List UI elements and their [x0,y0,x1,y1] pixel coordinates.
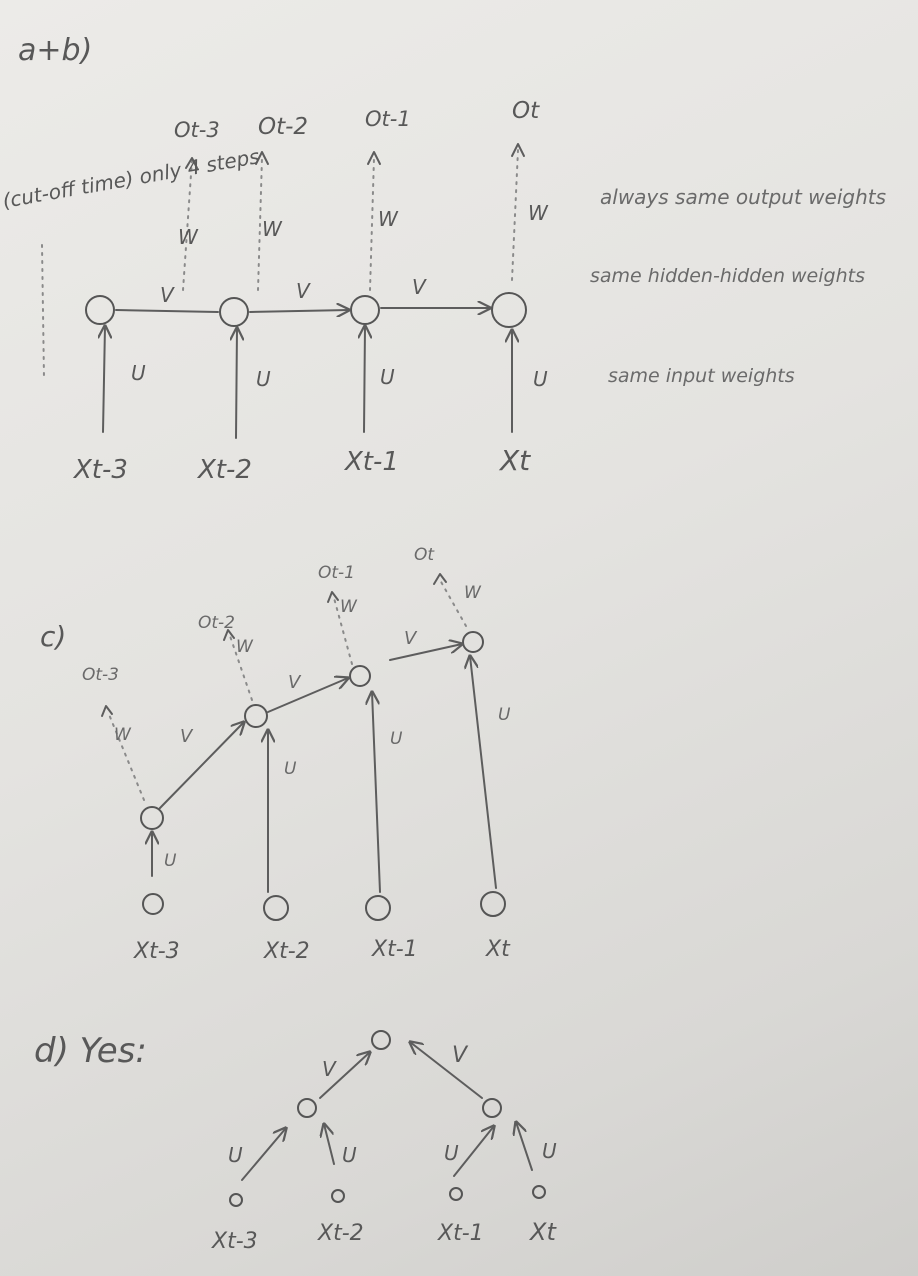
d-u-label-2: U [342,1143,357,1167]
input-label-t: Xt [498,444,531,477]
input-label-t1: Xt-1 [343,447,399,477]
input-nodes-c [142,891,506,921]
input-arrows-c [152,656,497,893]
c-v-label-1: V [180,726,194,747]
d-input-label-t3: Xt-3 [211,1229,258,1254]
input-label-t2: Xt-2 [196,455,252,485]
output-arrows-c [101,573,467,801]
c-output-label-t2: Ot-2 [198,613,235,633]
v-label-2: V [296,279,311,303]
hidden-nodes-c [140,631,484,830]
u-label-4: U [533,367,548,391]
c-w-label-4: W [464,583,482,603]
c-v-label-2: V [288,672,302,693]
note-hidden-weights: same hidden-hidden weights [590,265,865,287]
c-v-label-3: V [404,628,418,649]
cutoff-note: (cut-off time) only 4 steps [1,144,262,213]
c-input-label-t: Xt [485,937,511,962]
c-u-label-4: U [498,705,511,725]
v-label-3: V [412,275,427,299]
note-output-weights: always same output weights [600,185,886,209]
c-output-label-t3: Ot-3 [82,665,119,685]
output-arrows-ab [182,143,525,291]
c-u-label-1: U [164,851,177,871]
d-u-label-1: U [228,1143,243,1167]
u-label-1: U [131,361,146,385]
w-label-4: W [528,201,549,225]
c-u-label-2: U [284,759,297,779]
c-w-label-2: W [236,637,254,657]
c-input-label-t3: Xt-3 [133,939,180,964]
c-w-label-3: W [340,597,358,617]
d-u-label-3: U [444,1141,459,1165]
tree-nodes-d [229,1030,546,1207]
c-output-label-t1: Ot-1 [318,563,355,583]
c-input-label-t1: Xt-1 [371,937,418,962]
d-u-label-4: U [542,1139,557,1163]
output-label-t1: Ot-1 [365,107,411,131]
output-label-t: Ot [512,98,540,124]
output-label-t2: Ot-2 [258,114,308,140]
c-input-label-t2: Xt-2 [263,939,310,964]
w-label-1: W [178,225,199,249]
hidden-arrows-ab [115,308,490,312]
u-label-2: U [256,367,271,391]
c-w-label-1: W [114,725,132,745]
hidden-arrows-c [159,644,462,809]
input-arrows-ab [103,326,512,439]
c-u-label-3: U [390,729,403,749]
d-v-label-1: V [322,1057,337,1081]
section-c-label: c) [40,620,66,653]
w-label-3: W [378,207,399,231]
c-output-label-t: Ot [414,545,435,565]
tree-arrows-d [241,1042,533,1181]
u-label-3: U [380,365,395,389]
d-input-label-t2: Xt-2 [317,1221,364,1246]
output-label-t3: Ot-3 [174,118,220,142]
section-ab-label: a+b) [18,33,92,68]
v-label-1: V [160,283,175,307]
section-d-label: d) Yes: [34,1031,147,1071]
note-input-weights: same input weights [608,365,795,387]
d-input-label-t1: Xt-1 [437,1221,484,1246]
w-label-2: W [262,217,283,241]
input-label-t3: Xt-3 [72,455,128,485]
hidden-nodes-ab [85,292,527,328]
d-input-label-t: Xt [528,1218,557,1246]
d-v-label-2: V [452,1043,469,1068]
cutoff-line [41,244,45,379]
